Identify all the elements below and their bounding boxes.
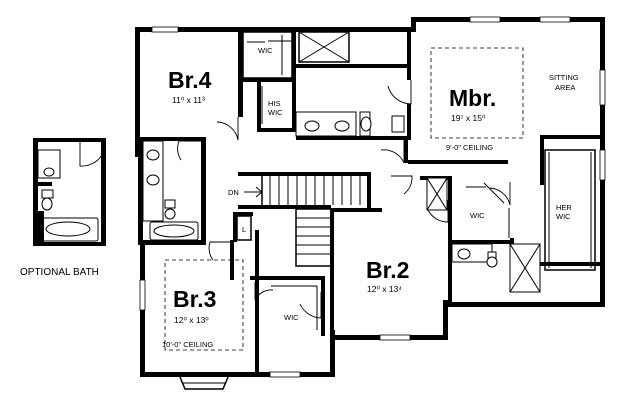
mbr-ceiling-outline (430, 47, 524, 139)
sitting-area-label-1: SITTING (549, 73, 579, 82)
br4-name: Br.4 (168, 67, 212, 93)
wic-br2-label: WIC (470, 211, 485, 220)
br3-ceiling-outline (164, 259, 244, 351)
windows (139, 16, 606, 378)
mbr-ceiling: 9'-0" CEILING (446, 143, 493, 152)
wic-br4-label: WIC (258, 46, 273, 55)
linen-label: L (242, 225, 246, 234)
wic-br3-label: WIC (284, 313, 299, 322)
optional-bath-label: OPTIONAL BATH (20, 267, 99, 278)
stairs (244, 176, 361, 267)
br2-dims: 12⁰ x 13⁴ (367, 284, 402, 294)
her-wic-label-2: WIC (556, 212, 571, 221)
mbr-dims: 19⁷ x 15⁰ (451, 113, 486, 123)
his-wic-label-1: HIS (268, 99, 281, 108)
sitting-area-label-2: AREA (555, 83, 575, 92)
doors (177, 40, 511, 319)
br2-name: Br.2 (366, 257, 409, 283)
stair-down-label: DN (228, 188, 239, 197)
optional-bath-inset (33, 138, 106, 246)
mbr-name: Mbr. (449, 85, 496, 111)
her-wic-label-1: HER (556, 203, 572, 212)
his-wic-label-2: WIC (268, 108, 283, 117)
fixtures (142, 31, 592, 390)
interior-walls (143, 31, 602, 376)
br3-ceiling: 10'-0" CEILING (162, 340, 213, 349)
br4-dims: 11⁰ x 11³ (172, 95, 205, 105)
br3-name: Br.3 (173, 286, 216, 312)
br3-dims: 12⁰ x 13⁰ (174, 315, 209, 325)
